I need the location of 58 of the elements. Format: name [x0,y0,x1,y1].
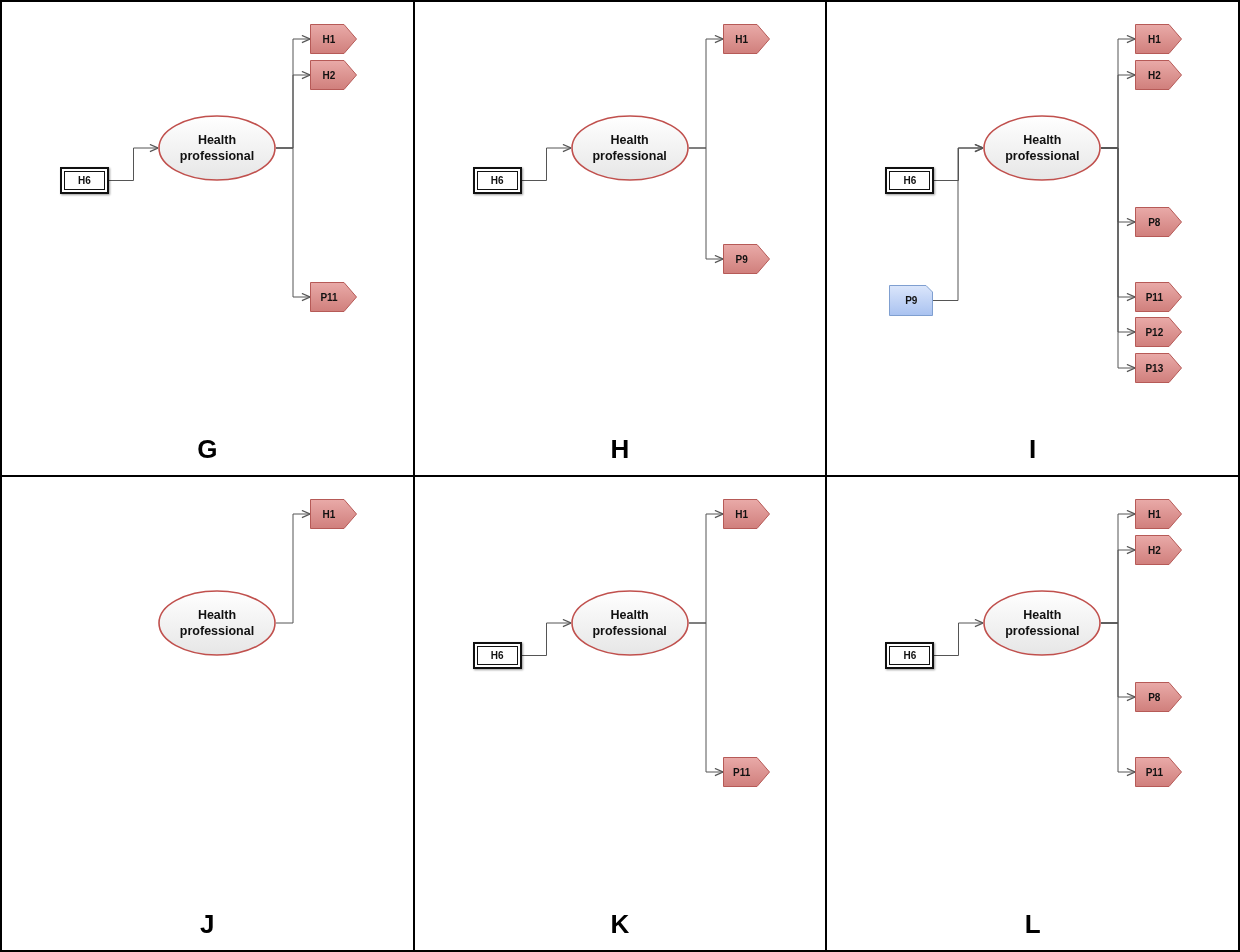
node-label: P8 [1148,690,1162,704]
node-label: H2 [322,68,337,82]
connector-arrow [688,147,724,264]
panel-letter: J [200,909,215,940]
connector-arrow [1100,147,1136,373]
frame-box [472,167,522,194]
connector-arrow [275,147,311,302]
connector-arrow [108,143,159,181]
node-label: Health professional [1004,131,1081,165]
node-label: P8 [1148,215,1162,229]
node-label: H1 [322,32,337,46]
frame-box [885,642,935,669]
connector-arrow [1100,622,1136,777]
node-label: H1 [735,507,750,521]
connector-arrow [932,143,984,301]
node-label: H2 [1147,68,1162,82]
node-label: Health professional [591,606,668,640]
panel-cell [2,2,415,477]
node-label: H1 [1147,507,1162,521]
node-label: P9 [735,252,749,266]
node-label: H6 [490,649,504,662]
panel-letter: L [1024,909,1041,940]
node-label: H6 [490,174,504,187]
panel-cell [414,477,828,952]
panel-cell [827,2,1240,477]
frame-box [472,642,522,669]
panel-cell [2,477,415,952]
connector-arrow [521,143,572,181]
node-label: Health professional [591,131,668,165]
node-label: H6 [903,174,917,187]
connector-arrow [933,618,984,656]
node-label: H1 [735,32,750,46]
connector-arrow [688,622,724,777]
node-label: P12 [1145,325,1165,339]
node-label: Health professional [1004,606,1081,640]
panel-cell [414,2,828,477]
node-label: P13 [1145,361,1165,375]
frame-box [885,167,935,194]
panel-cell [827,477,1240,952]
node-label: P11 [733,765,752,779]
panel-letter: I [1029,434,1037,465]
frame-box [60,167,109,194]
node-label: P11 [1145,290,1164,304]
node-label: Health professional [178,606,256,640]
panel-letter: G [197,434,218,465]
node-label: Health professional [178,131,256,165]
node-label: H6 [903,649,917,662]
panel-letter: K [610,909,630,940]
node-label: P9 [905,294,918,307]
node-label: H6 [78,174,91,187]
node-label: H1 [322,507,337,521]
node-label: H1 [1147,32,1162,46]
node-label: P11 [1145,765,1164,779]
panel-letter: H [610,434,630,465]
node-label: P11 [320,290,339,304]
connector-arrow [521,618,572,656]
node-label: H2 [1147,543,1162,557]
connector-arrow [275,509,311,624]
